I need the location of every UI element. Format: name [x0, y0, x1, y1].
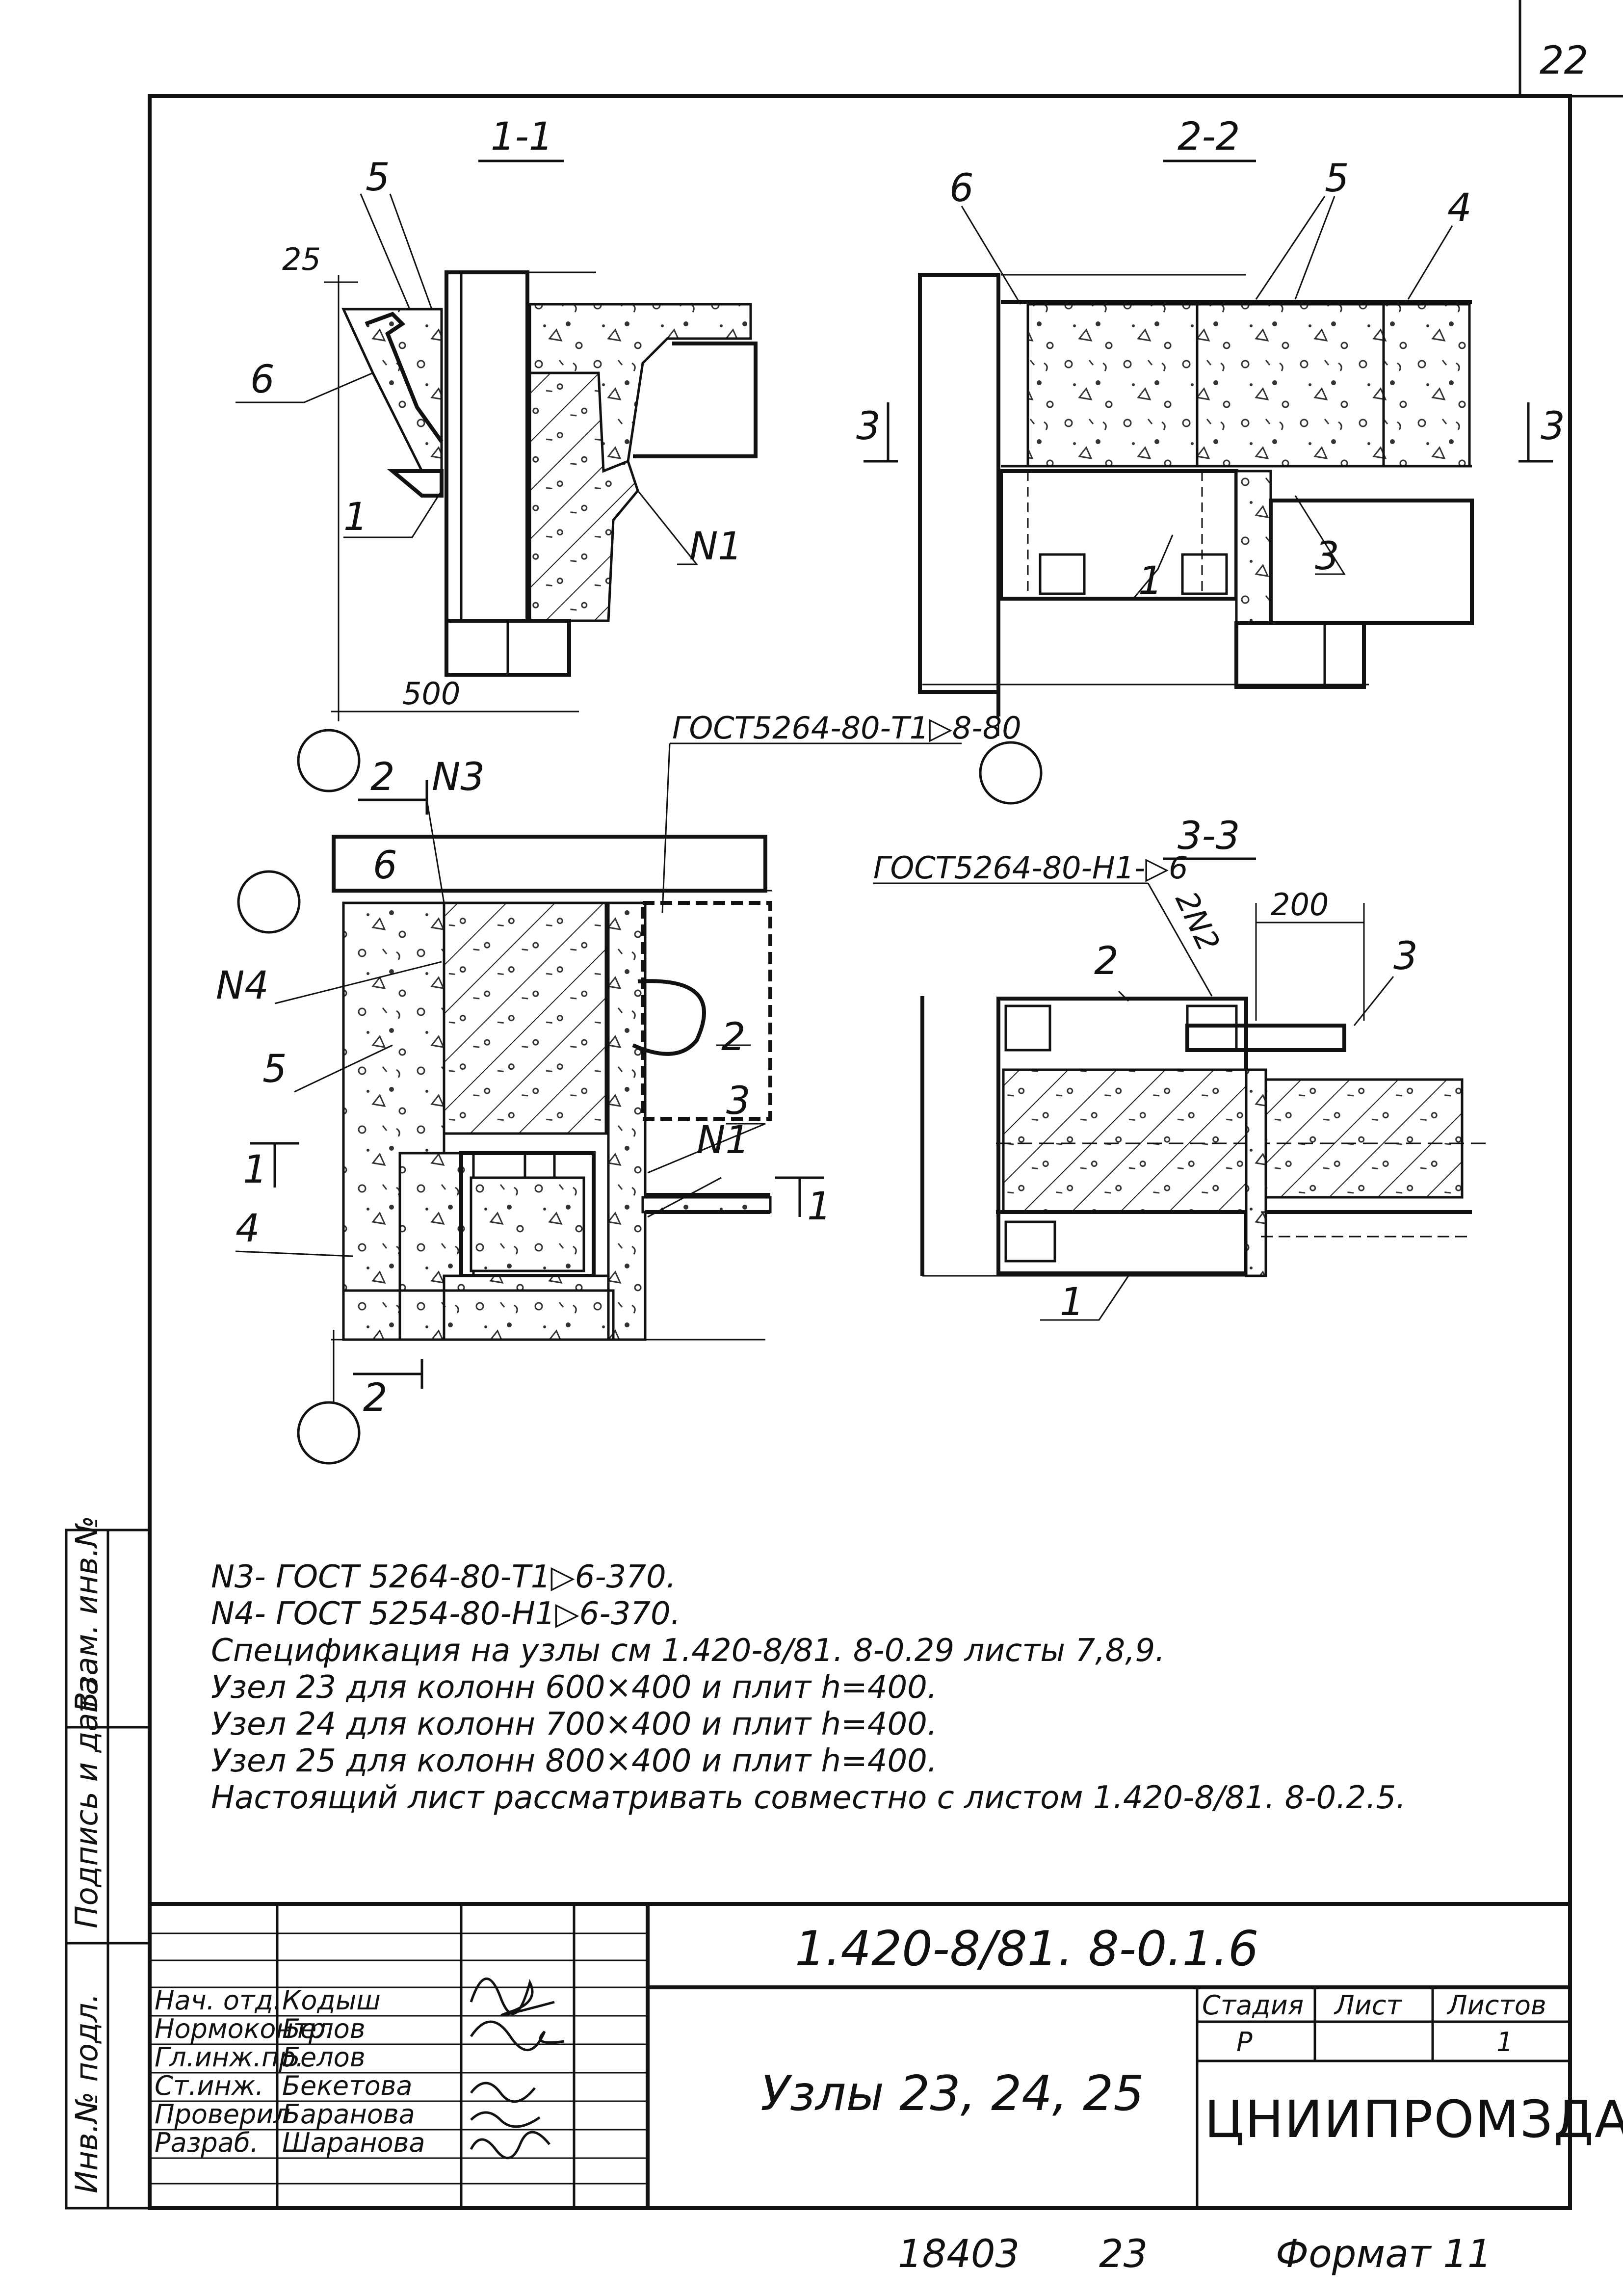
mark-2-2-5: 5: [1325, 157, 1349, 201]
footer: 18403 23 Формат 11: [898, 2232, 1492, 2276]
section-2-2: 2-2 6 5: [856, 115, 1565, 736]
side-label-sign: Подпись и дата: [69, 1676, 105, 1928]
side-strip: Инв.№ подл. Подпись и дата Взам. инв.№: [65, 1516, 151, 2210]
role-name: Шаранова: [282, 2127, 425, 2158]
mark-plan-3: 3: [726, 1079, 751, 1123]
footer-format: Формат 11: [1276, 2232, 1492, 2276]
cut-plan-1-left: 1: [243, 1148, 267, 1192]
role-label: Ст.инж.: [155, 2070, 264, 2101]
mark-1-1-6: 6: [250, 358, 275, 402]
weld-3-3: 2N2: [1168, 886, 1227, 956]
sheets-header: Листов: [1446, 1990, 1546, 2021]
note-line: Настоящий лист рассматривать совместно с…: [211, 1780, 1406, 1816]
section-3-3: 3-3 ГОСТ5264-80-Н1-▷6 2N2 200 2 3 1: [873, 814, 1487, 1324]
note-line: Спецификация на узлы см 1.420-8/81. 8-0.…: [211, 1633, 1165, 1669]
document-title: Узлы 23, 24, 25: [760, 2066, 1144, 2122]
role-name: Белов: [282, 2042, 366, 2073]
section-title-2-2: 2-2: [1178, 115, 1240, 159]
mark-2-2-3: 3: [1315, 534, 1339, 579]
mark-1-1-5: 5: [366, 156, 390, 200]
stage-value: Р: [1236, 2027, 1253, 2058]
note-line: Узел 23 для колонн 600×400 и плит h=400.: [211, 1669, 937, 1706]
dim-3-3-200: 200: [1271, 887, 1329, 923]
section-title-1-1: 1-1: [491, 115, 553, 159]
dim-1-1-500: 500: [402, 676, 460, 712]
mark-plan-N1: N1: [697, 1118, 750, 1162]
note-line: Узел 25 для колонн 800×400 и плит h=400.: [211, 1743, 937, 1779]
mark-2-2-1: 1: [1138, 559, 1163, 603]
footer-page: 23: [1099, 2232, 1148, 2276]
page-number-box: 22: [1518, 0, 1623, 98]
note-line: N3- ГОСТ 5264-80-Т1▷6-370.: [211, 1559, 676, 1595]
sheets-value: 1: [1496, 2027, 1513, 2058]
role-name: Бекетова: [282, 2070, 413, 2101]
document-code: 1.420-8/81. 8-0.1.6: [795, 1921, 1258, 1977]
cut-2-2-left: 3: [856, 404, 881, 449]
notes-block: N3- ГОСТ 5264-80-Т1▷6-370. N4- ГОСТ 5254…: [211, 1559, 1406, 1816]
cut-2-2-right: 3: [1541, 404, 1565, 449]
title-block: 1.420-8/81. 8-0.1.6 Узлы 23, 24, 25 Стад…: [150, 1902, 1623, 2208]
organization: ЦНИИПРОМЗДАНИЙ: [1204, 2089, 1623, 2149]
mark-2-2-4: 4: [1447, 186, 1472, 230]
stage-header: Стадия: [1202, 1990, 1304, 2021]
role-label: Нач. отд.: [155, 1985, 282, 2016]
cut-plan-2-top: 2: [370, 755, 395, 799]
plan-gost-top: ГОСТ5264-80-Т1▷8-80: [672, 710, 1021, 746]
note-line: N4- ГОСТ 5254-80-Н1▷6-370.: [211, 1596, 681, 1632]
note-line: Узел 24 для колонн 700×400 и плит h=400.: [211, 1706, 937, 1742]
mark-3-3-1: 1: [1060, 1280, 1084, 1324]
section-1-1: 1-1 5 25 6 1 N1 500: [236, 115, 758, 721]
axis-circle: [979, 741, 1043, 805]
mark-2-2-6: 6: [949, 166, 974, 211]
role-label: Проверил: [155, 2099, 290, 2130]
page-number: 22: [1540, 39, 1588, 83]
side-label-replace: Взам. инв.№: [69, 1516, 105, 1713]
drawing-frame: [148, 94, 1572, 2210]
mark-plan-N3: N3: [432, 755, 485, 799]
sheet-header: Лист: [1334, 1990, 1402, 2021]
mark-1-1-N1: N1: [689, 525, 742, 569]
axis-circle: [297, 729, 361, 792]
gost-3-3: ГОСТ5264-80-Н1-▷6: [873, 850, 1188, 886]
role-name: Белов: [282, 2013, 366, 2044]
mark-3-3-3: 3: [1393, 934, 1418, 978]
mark-plan-6: 6: [373, 844, 397, 888]
axis-circle: [297, 1401, 361, 1465]
mark-1-1-1: 1: [343, 495, 368, 539]
axis-circle: [237, 870, 301, 934]
mark-1-1-25: 25: [282, 241, 321, 277]
mark-plan-2: 2: [721, 1015, 746, 1059]
mark-plan-N4: N4: [216, 964, 269, 1008]
role-label: Гл.инж.пр.: [155, 2042, 304, 2073]
role-name: Баранова: [282, 2099, 415, 2130]
side-label-inv: Инв.№ подл.: [69, 1993, 105, 2193]
cut-plan-2-bottom: 2: [363, 1376, 388, 1420]
role-label: Разраб.: [155, 2127, 259, 2158]
role-label: Нормоконтр.: [155, 2013, 334, 2044]
role-name: Кодыш: [282, 1985, 381, 2016]
cut-plan-1-right: 1: [807, 1185, 832, 1229]
footer-number: 18403: [898, 2232, 1020, 2276]
signature: [470, 1978, 565, 2160]
plan-view: ГОСТ5264-80-Т1▷8-80 2 N3: [216, 710, 1021, 1420]
mark-3-3-2: 2: [1094, 939, 1119, 983]
section-title-3-3: 3-3: [1178, 814, 1240, 858]
mark-plan-4: 4: [236, 1207, 260, 1251]
mark-plan-5: 5: [262, 1047, 287, 1091]
